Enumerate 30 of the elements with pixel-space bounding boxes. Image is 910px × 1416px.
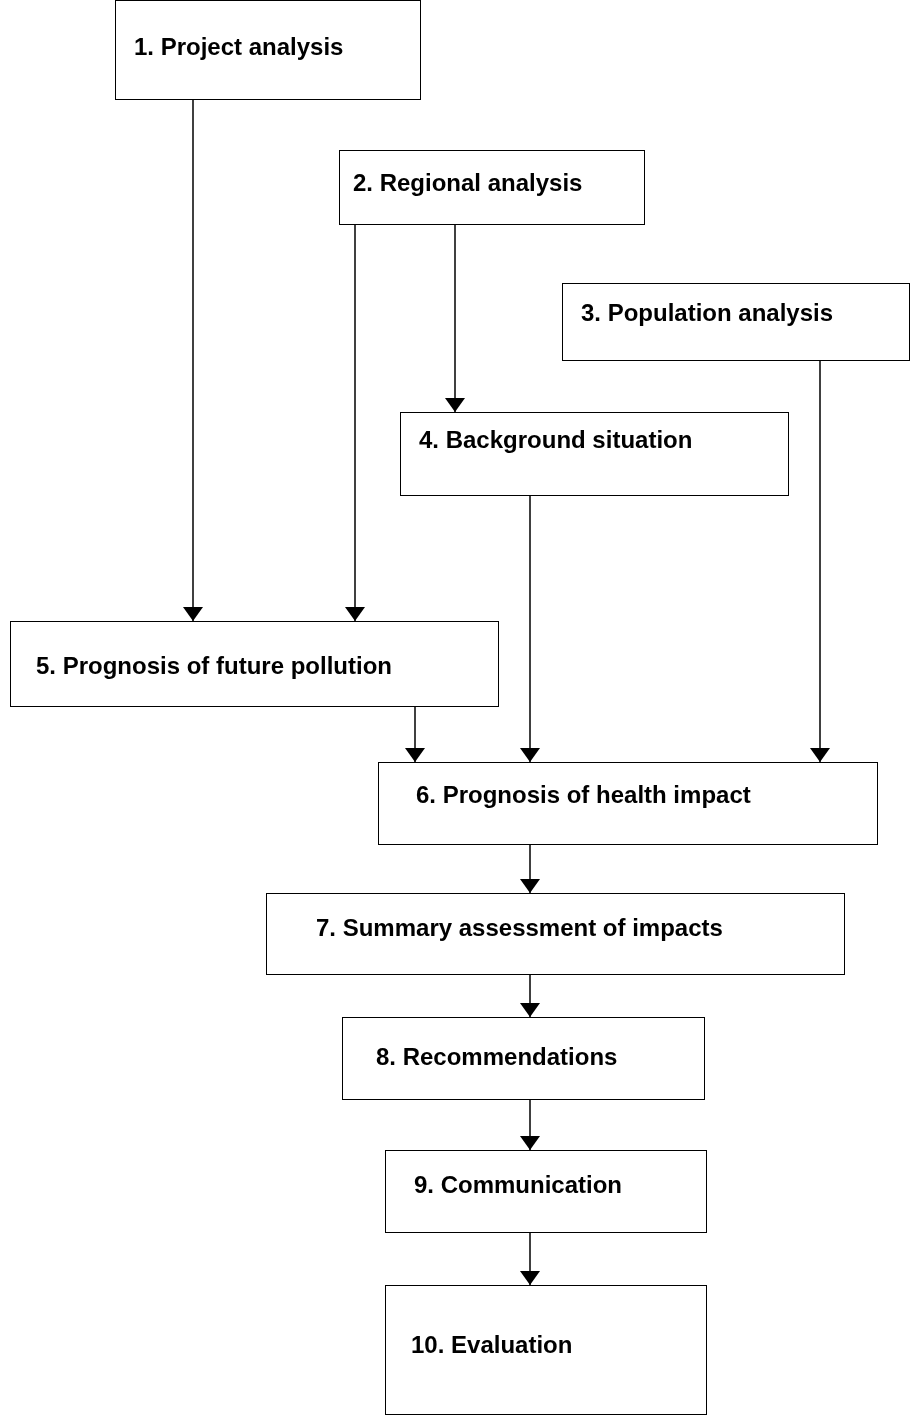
step-label: 4. Background situation (419, 426, 693, 454)
process-box (10, 621, 499, 707)
process-box (339, 150, 645, 225)
process-box (115, 0, 421, 100)
arrow (445, 224, 465, 413)
arrow (520, 495, 540, 763)
arrow (345, 224, 365, 622)
step-label: 1. Project analysis (134, 33, 344, 61)
step-label: 10. Evaluation (411, 1331, 573, 1359)
arrow (520, 1232, 540, 1286)
arrow (810, 360, 830, 763)
arrow (520, 1099, 540, 1151)
step-label: 8. Recommendations (376, 1043, 618, 1071)
step-label: 6. Prognosis of health impact (416, 781, 751, 809)
process-box (385, 1285, 707, 1415)
step-label: 7. Summary assessment of impacts (316, 914, 723, 942)
process-box (562, 283, 910, 361)
process-box (266, 893, 845, 975)
arrow (520, 974, 540, 1018)
step-label: 2. Regional analysis (353, 169, 583, 197)
process-box (400, 412, 789, 496)
step-label: 3. Population analysis (581, 299, 834, 327)
process-box (342, 1017, 705, 1100)
arrow (183, 99, 203, 622)
step-label: 9. Communication (414, 1171, 623, 1199)
process-box (385, 1150, 707, 1233)
step-label: 5. Prognosis of future pollution (36, 652, 392, 680)
arrow (405, 706, 425, 763)
process-box (378, 762, 878, 845)
arrow (520, 844, 540, 894)
